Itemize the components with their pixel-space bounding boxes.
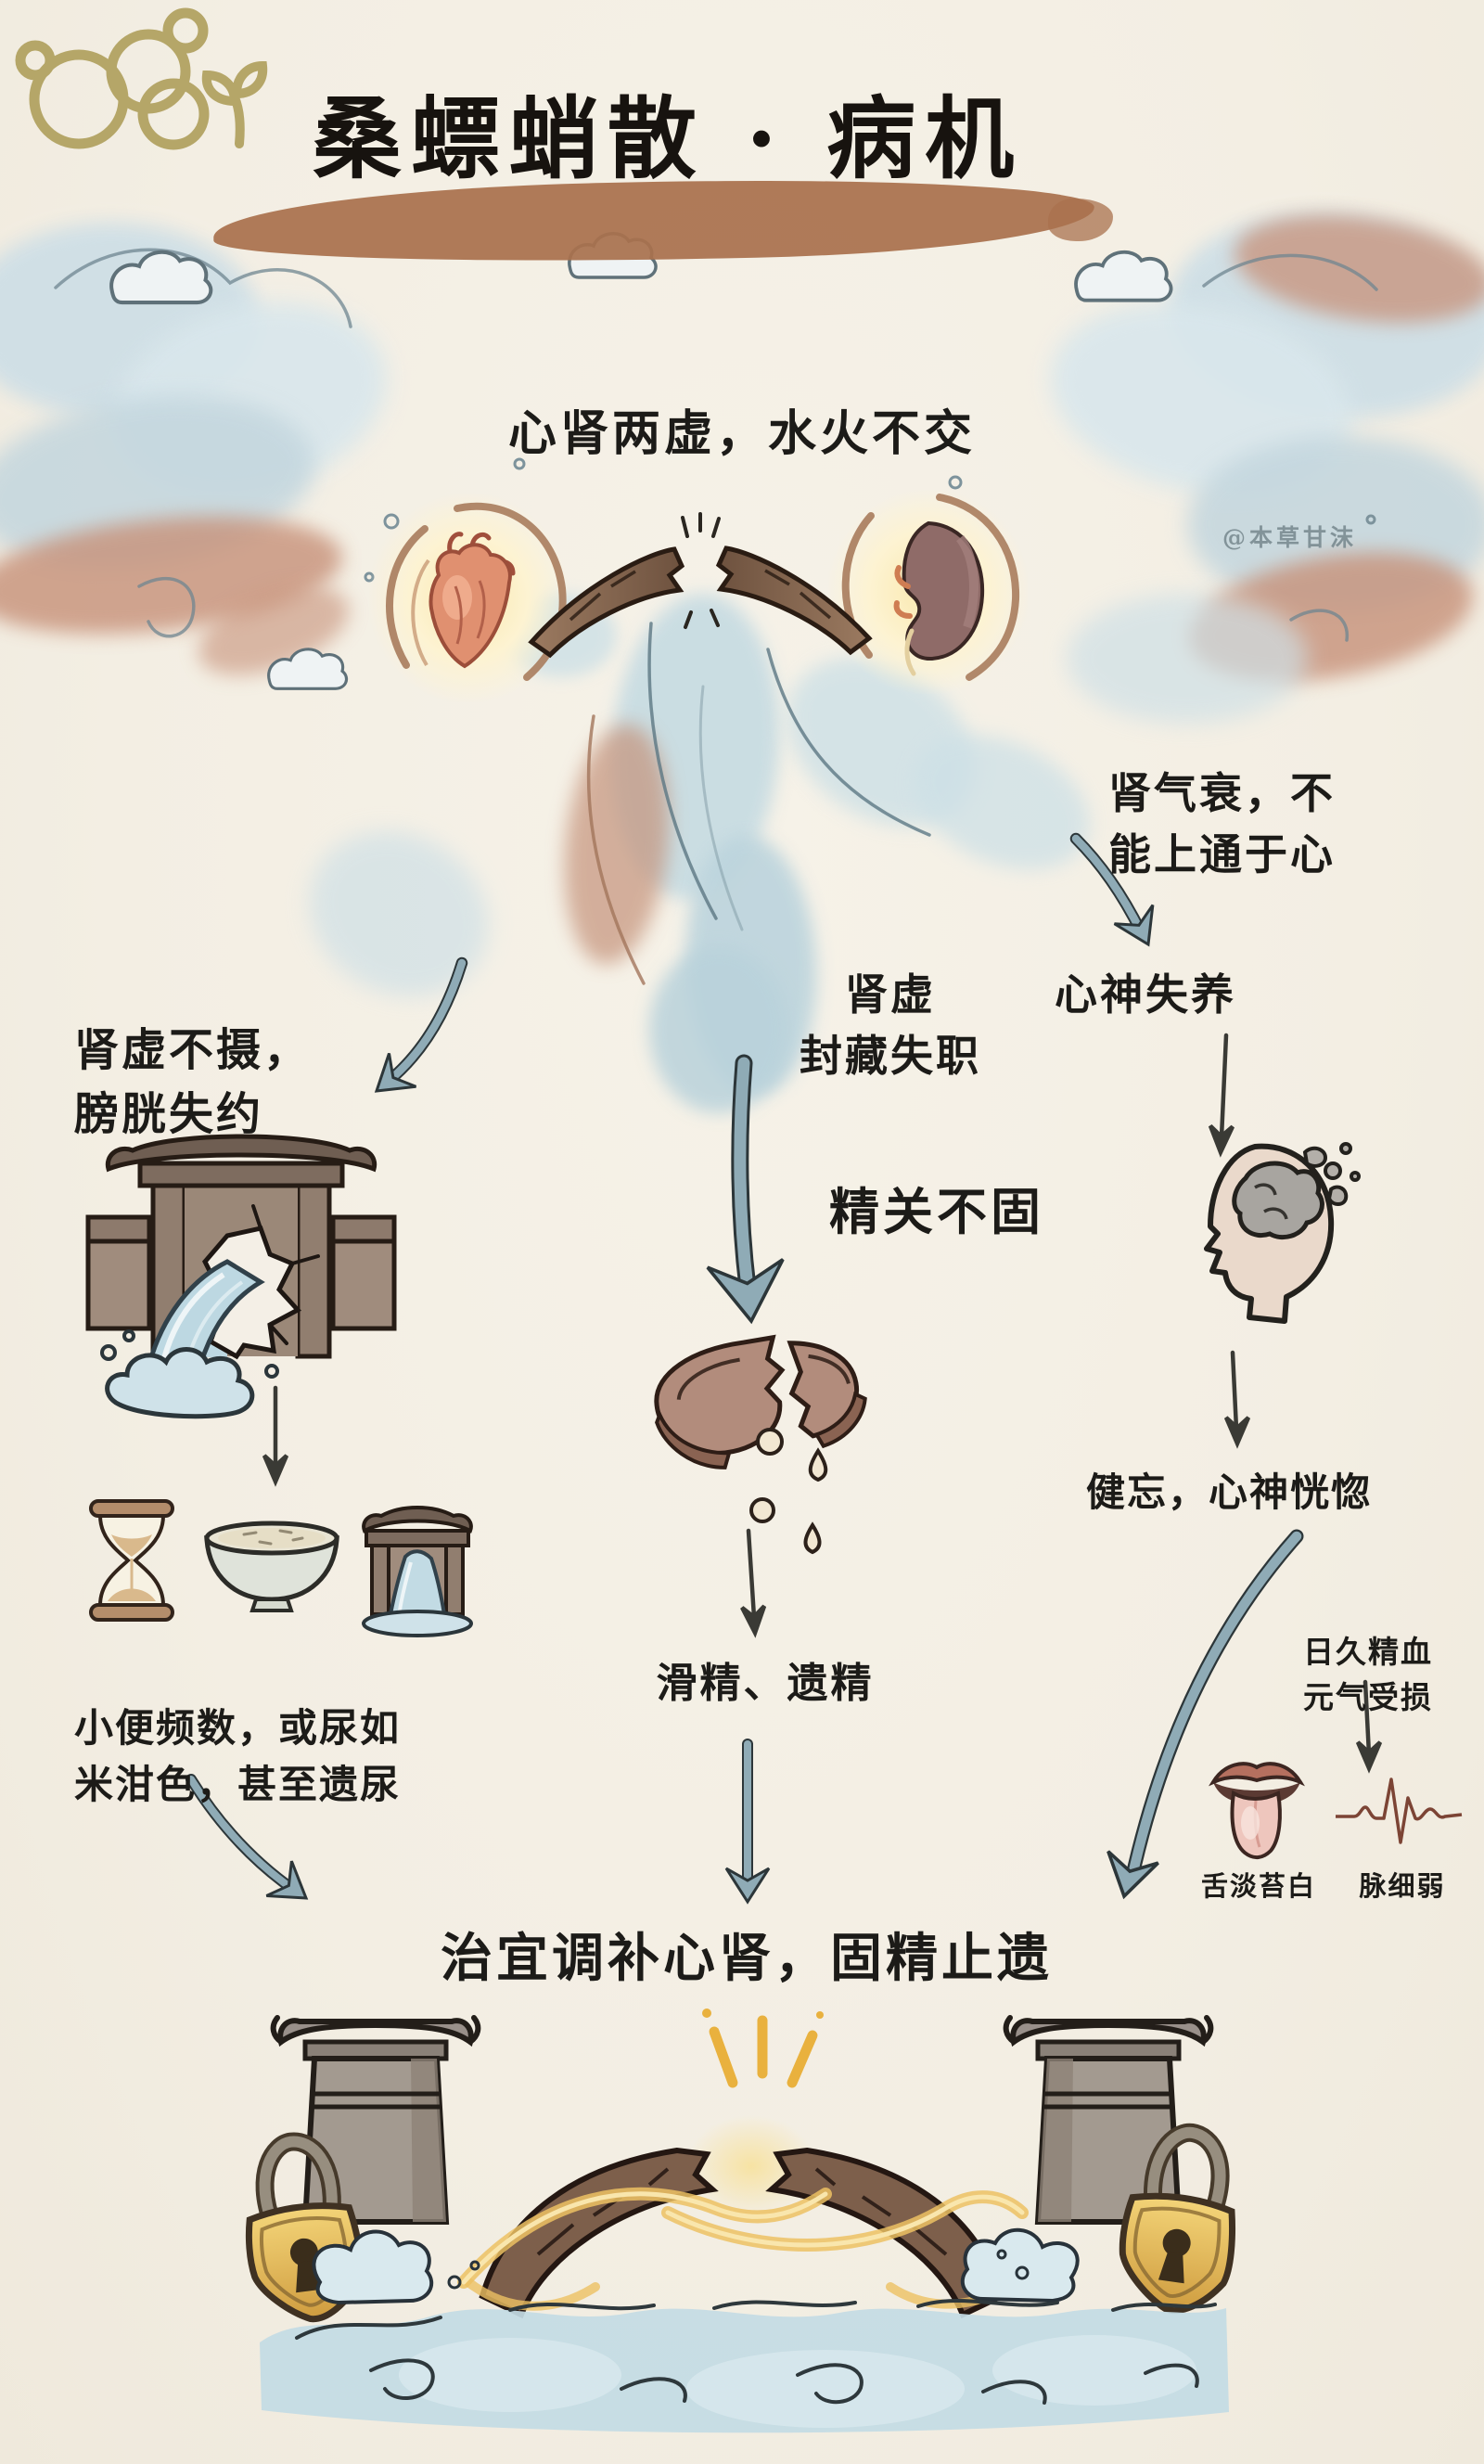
node-right-cause: 肾气衰，不能上通于心	[1108, 767, 1336, 880]
sprout-icon	[201, 60, 268, 148]
leaking-gate-icon	[362, 1506, 473, 1637]
water-waves-icon	[260, 2227, 1229, 2433]
converge-arrow-left-icon	[186, 1774, 321, 1918]
broken-bridge-icon	[528, 512, 873, 659]
broken-seal-icon	[654, 1334, 867, 1469]
tongue-icon	[1209, 1762, 1305, 1859]
crack-sparks-icon	[681, 512, 721, 629]
pearl-drops-icon	[749, 1428, 828, 1555]
breached-gate-icon	[85, 1134, 397, 1419]
node-center-branch: 肾虚封藏失职	[800, 969, 981, 1082]
waterfall-icon	[100, 1259, 279, 1419]
bowl-icon	[204, 1521, 339, 1612]
big-down-arrow-icon	[706, 1054, 791, 1328]
chronic-text: 日久精血元气受损	[1303, 1633, 1433, 1716]
treatment-text: 治宜调补心肾，固精止遗	[441, 1929, 1053, 1989]
logo-bubbles-icon	[15, 7, 268, 150]
ink-down-arrows	[264, 1033, 1380, 1768]
restored-bridge-scene	[232, 2008, 1252, 2433]
gate-tower-left-icon	[274, 2018, 479, 2222]
watermark: @本草甘沫	[1222, 524, 1358, 551]
right-symptom-text: 健忘，心神恍惚	[1085, 1469, 1372, 1515]
page-title: 桑螵蛸散 · 病机	[312, 86, 1024, 191]
tongue-label: 舌淡苔白	[1200, 1870, 1316, 1902]
converge-arrow-center-icon	[724, 1739, 771, 1904]
head-brain-icon	[1204, 1142, 1361, 1324]
hourglass-icon	[89, 1499, 174, 1622]
sparkle-icon	[702, 2008, 824, 2088]
title-brush-underline-tail	[1048, 199, 1113, 241]
golden-energy-icon	[457, 2187, 1029, 2311]
left-symptom-text: 小便频数，或尿如米泔色，甚至遗尿	[74, 1704, 402, 1807]
pulse-wave-icon	[1336, 1777, 1463, 1844]
node-right-branch: 心神失养	[1055, 969, 1236, 1020]
node-root: 心肾两虚，水火不交	[507, 406, 976, 462]
brain-fragments-icon	[1302, 1142, 1361, 1206]
center-symptom-text: 滑精、遗精	[656, 1660, 875, 1707]
node-center: 精关不固	[829, 1183, 1044, 1241]
gate-tower-right-icon	[1006, 2018, 1211, 2222]
node-left-branch: 肾虚不摄，膀胱失约	[74, 1023, 312, 1141]
pulse-label: 脉细弱	[1359, 1870, 1446, 1902]
converge-arrow-right-icon	[1097, 1529, 1304, 1905]
